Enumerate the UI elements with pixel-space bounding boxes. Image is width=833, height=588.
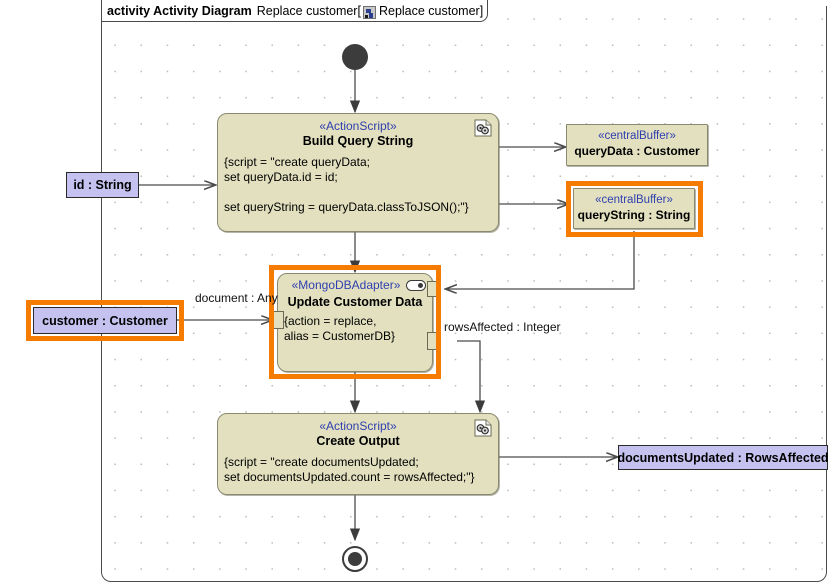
activity-parameter-id[interactable]: id : String <box>66 172 139 198</box>
central-buffer-querydata[interactable]: «centralBuffer» queryData : Customer <box>566 124 708 166</box>
node-title: queryData : Customer <box>574 144 700 158</box>
action-create-output[interactable]: «ActionScript» Create Output {script = "… <box>217 413 499 495</box>
output-pin-rowsaffected[interactable] <box>427 332 441 350</box>
edge-label-rowsaffected: rowsAffected : Integer <box>444 320 561 334</box>
activity-final-node[interactable] <box>342 546 368 572</box>
initial-node[interactable] <box>342 44 368 70</box>
action-update-customer-data[interactable]: «MongoDBAdapter» Update Customer Data {a… <box>277 273 433 372</box>
input-pin-querystring[interactable] <box>427 281 441 297</box>
stereotype-label: «centralBuffer» <box>598 130 676 142</box>
adapter-port-icon <box>406 280 426 291</box>
frame-bracket-close: ] <box>479 3 484 18</box>
node-title: queryString : String <box>577 208 691 222</box>
central-buffer-querystring[interactable]: «centralBuffer» queryString : String <box>573 188 695 229</box>
stereotype-label: «ActionScript» <box>319 419 397 433</box>
activity-parameter-documentsupdated[interactable]: documentsUpdated : RowsAffected <box>617 445 829 470</box>
activity-diagram-icon <box>362 6 376 19</box>
node-title: Update Customer Data <box>287 295 423 309</box>
node-body: {action = replace, alias = CustomerDB} <box>284 314 396 343</box>
stereotype-label: «centralBuffer» <box>595 194 673 206</box>
activity-parameter-customer[interactable]: customer : Customer <box>33 307 177 334</box>
stereotype-label: «MongoDBAdapter» <box>291 278 401 292</box>
frame-bracket-open: [ <box>357 3 361 18</box>
input-pin-document[interactable] <box>270 311 284 329</box>
frame-keyword: activity Activity Diagram <box>107 3 252 18</box>
node-title: Build Query String <box>302 134 414 148</box>
stereotype-label: «ActionScript» <box>319 119 397 133</box>
action-build-query-string[interactable]: «ActionScript» Build Query String {scrip… <box>217 113 499 232</box>
frame-name: Replace customer <box>256 3 358 18</box>
node-body: {script = "create queryData; set queryDa… <box>224 155 469 214</box>
frame-header[interactable]: activity Activity Diagram Replace custom… <box>101 0 489 22</box>
frame-inner-name: Replace customer <box>378 3 480 18</box>
edge-label-document: document : Any <box>195 291 278 305</box>
script-icon <box>474 119 492 137</box>
script-icon <box>474 419 492 437</box>
node-body: {script = "create documentsUpdated; set … <box>224 455 475 484</box>
node-title: Create Output <box>316 434 400 448</box>
